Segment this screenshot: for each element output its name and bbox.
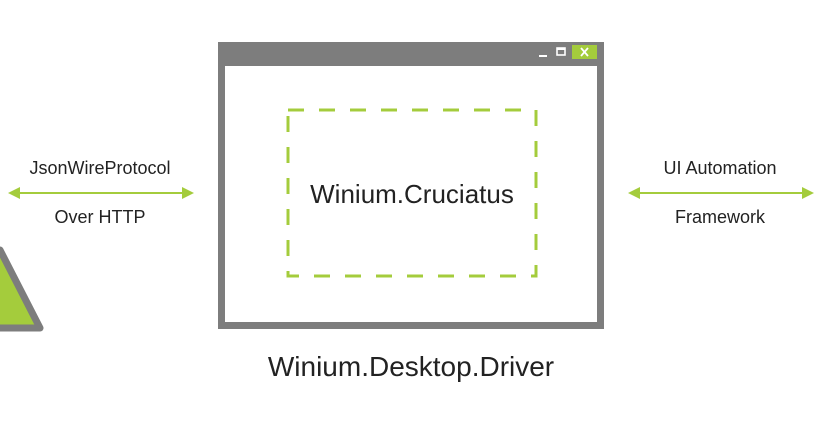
window-titlebar [218, 42, 604, 62]
left-double-arrow-icon [8, 187, 194, 199]
partial-triangle-logo-icon [0, 246, 44, 332]
left-transport-label: Over HTTP [54, 207, 146, 227]
right-double-arrow-icon [628, 187, 814, 199]
driver-window [218, 42, 604, 329]
left-protocol-label: JsonWireProtocol [29, 158, 171, 178]
minimize-icon [539, 55, 547, 57]
right-framework-sub-label: Framework [674, 207, 765, 227]
window-caption: Winium.Desktop.Driver [267, 351, 555, 382]
close-icon [572, 45, 597, 59]
window-frame [218, 62, 604, 329]
maximize-icon [556, 47, 566, 56]
right-framework-label: UI Automation [663, 158, 777, 178]
inner-component-dashed-box [286, 108, 538, 278]
inner-component-label: Winium.Cruciatus [310, 179, 514, 209]
